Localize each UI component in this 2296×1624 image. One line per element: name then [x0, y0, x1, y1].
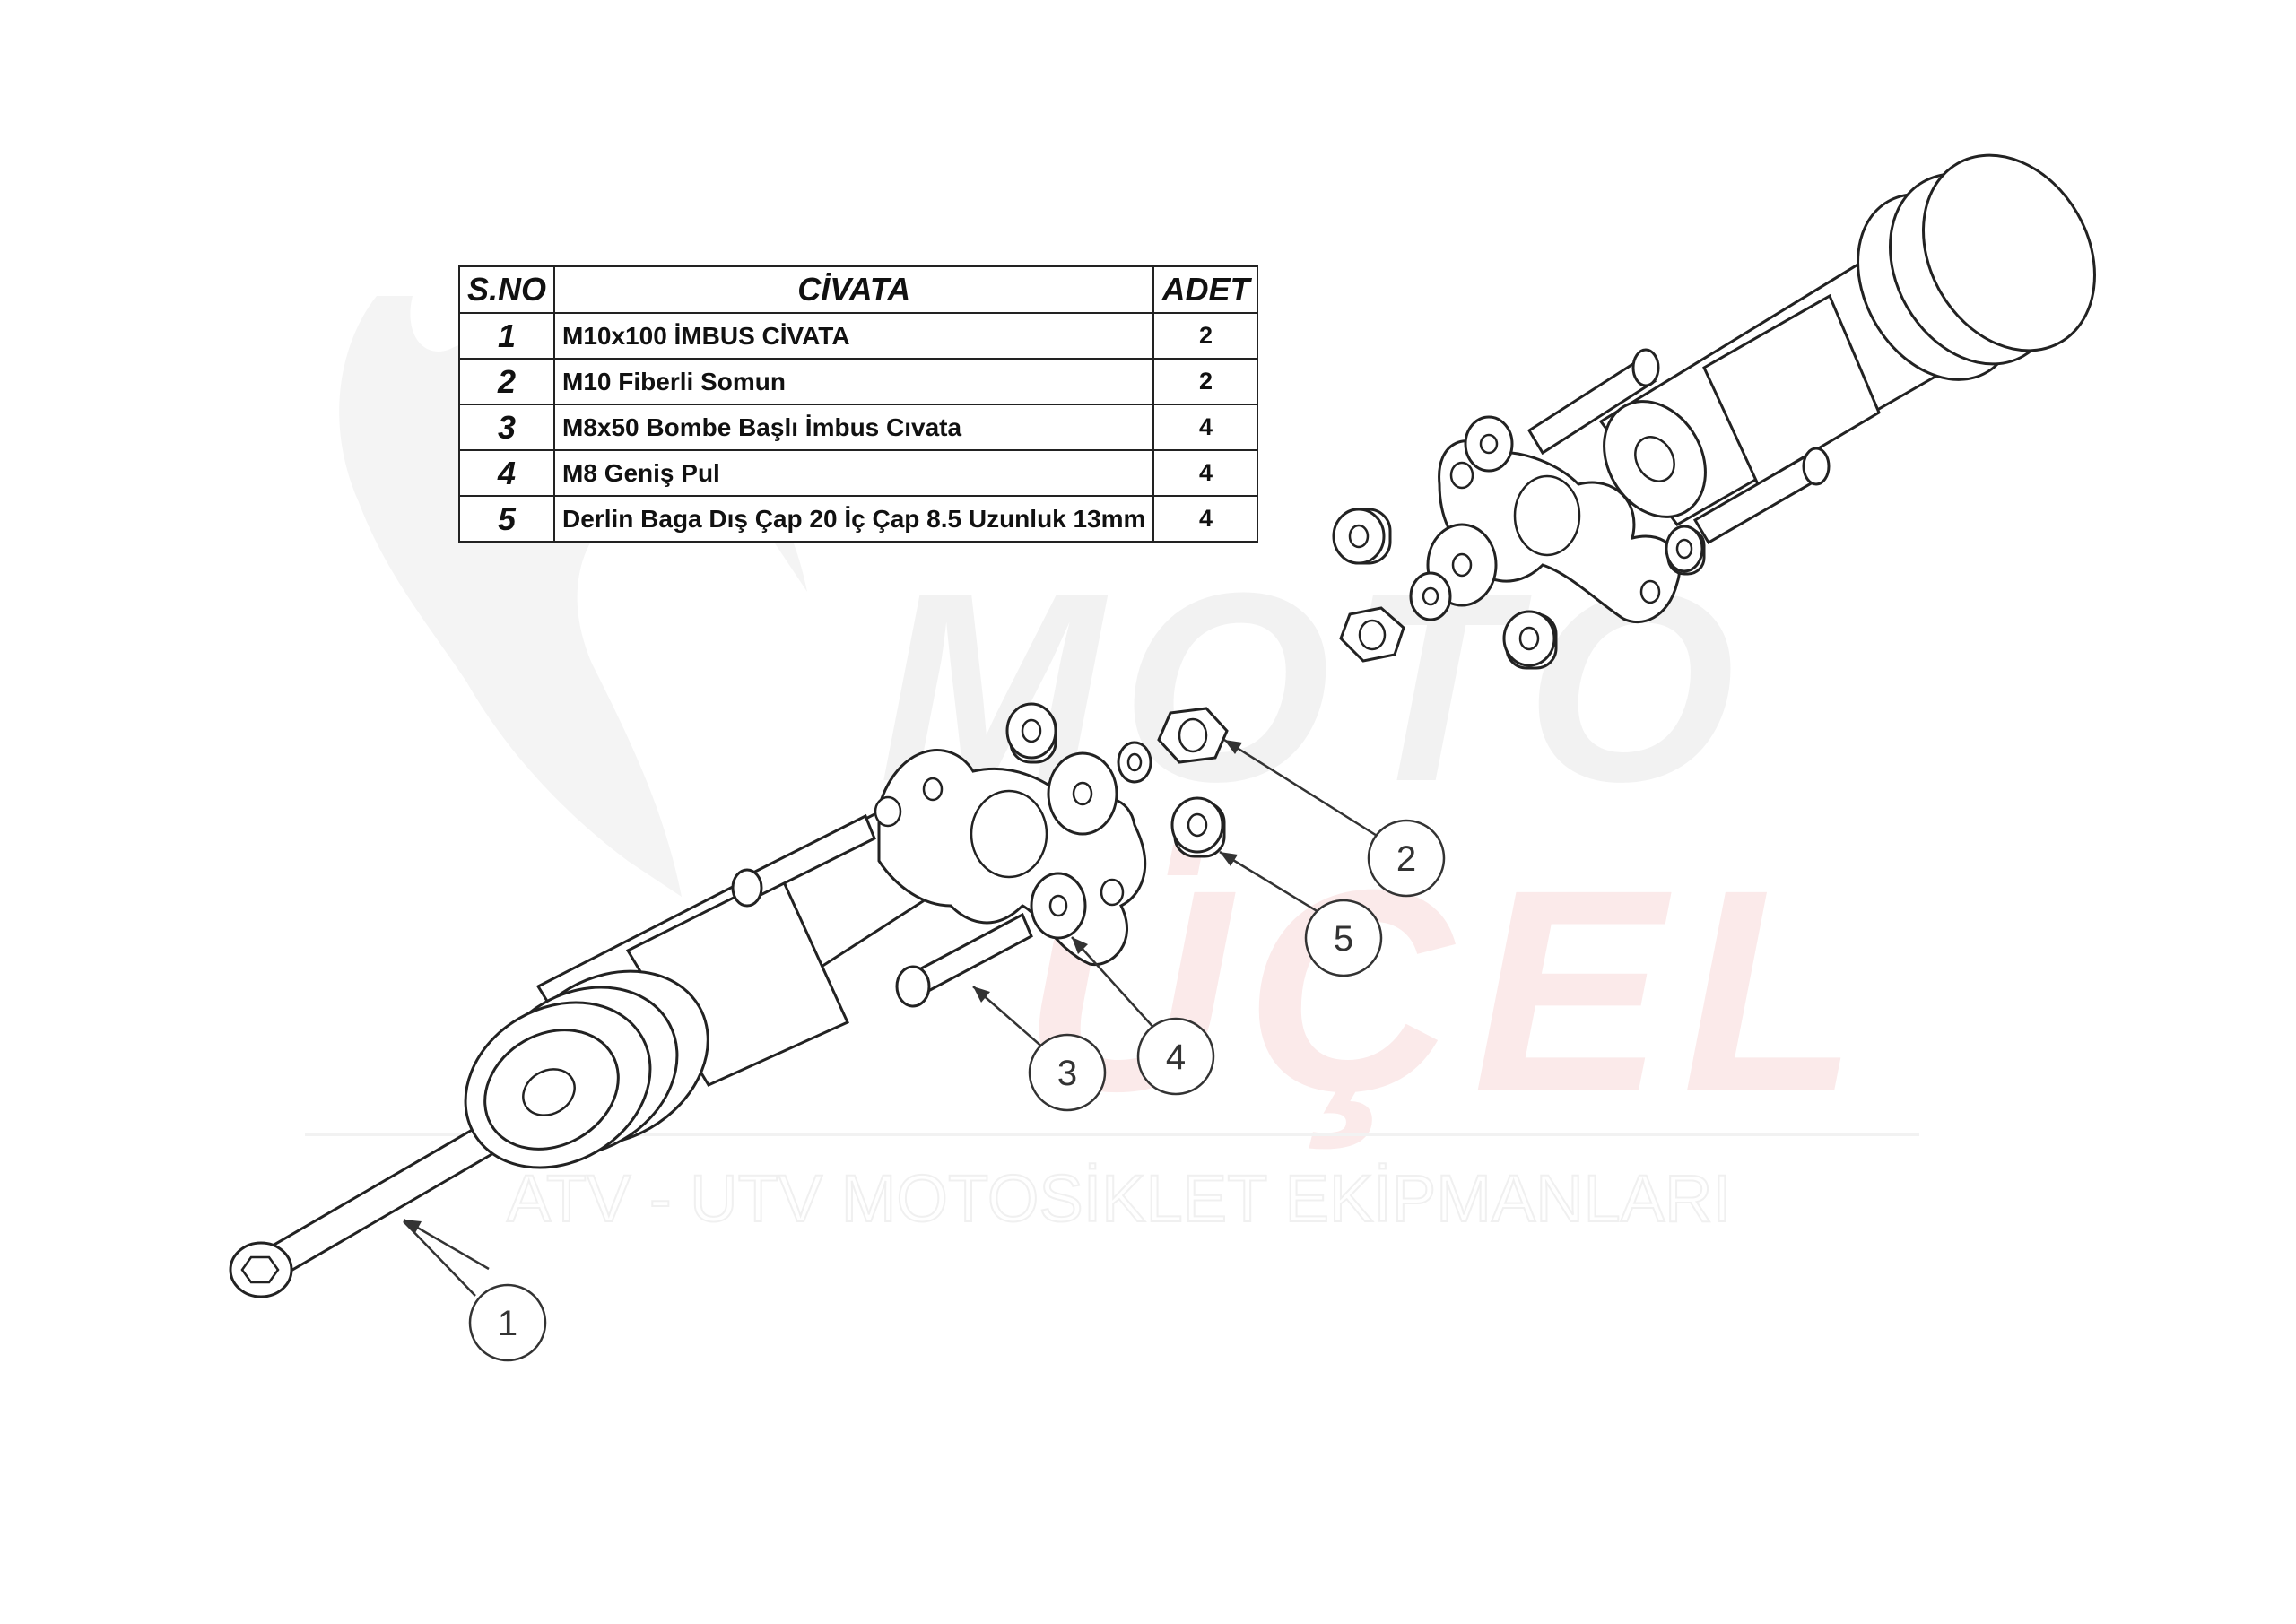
callouts: 1 2 3 4 5 — [403, 738, 1446, 1362]
nyloc-nut-m10-right — [1339, 606, 1405, 663]
callout-2-label: 2 — [1396, 839, 1416, 879]
callout-4-label: 4 — [1166, 1038, 1186, 1077]
row-number: 3 — [457, 404, 556, 451]
callout-5-label: 5 — [1334, 919, 1353, 959]
row-part-name: M8 Geniş Pul — [553, 449, 1155, 497]
row-part-name: M10x100 İMBUS CİVATA — [553, 312, 1155, 360]
table-row: 1 M10x100 İMBUS CİVATA 2 — [457, 312, 1259, 360]
row-number: 5 — [457, 495, 556, 543]
table-row: 3 M8x50 Bombe Başlı İmbus Cıvata 4 — [457, 404, 1259, 451]
watermark-brand-bottom: ÜÇEL — [1022, 829, 1875, 1152]
frame-slider-body-left — [464, 791, 952, 1169]
header-adet: ADET — [1152, 265, 1259, 314]
table-row: 2 M10 Fiberli Somun 2 — [457, 358, 1259, 405]
delrin-spacer-right-b — [1502, 610, 1558, 670]
row-quantity: 2 — [1152, 358, 1259, 405]
row-quantity: 4 — [1152, 404, 1259, 451]
row-quantity: 4 — [1152, 449, 1259, 497]
table-row: 4 M8 Geniş Pul 4 — [457, 449, 1259, 497]
left-assembly — [229, 702, 1229, 1298]
row-part-name: M10 Fiberli Somun — [553, 358, 1155, 405]
callout-5: 5 — [1219, 850, 1383, 977]
bolt-m10x100 — [229, 1123, 498, 1298]
header-sno: S.NO — [457, 265, 556, 314]
delrin-spacer-left-b — [1170, 796, 1226, 858]
right-assembly — [1332, 153, 2096, 670]
row-quantity: 4 — [1152, 495, 1259, 543]
delrin-spacer-left-a — [1005, 702, 1057, 764]
callout-3: 3 — [972, 986, 1107, 1112]
parts-table: S.NO CİVATA ADET 1 M10x100 İMBUS CİVATA … — [457, 265, 1259, 543]
parts-table-header: S.NO CİVATA ADET — [457, 265, 1259, 314]
row-part-name: Derlin Baga Dış Çap 20 İç Çap 8.5 Uzunlu… — [553, 495, 1155, 543]
frame-slider-body-right — [1598, 153, 2096, 526]
watermark-tagline: ATV - UTV MOTOSİKLET EKİPMANLARI — [507, 1161, 1731, 1236]
callout-3-label: 3 — [1057, 1054, 1077, 1093]
table-row: 5 Derlin Baga Dış Çap 20 İç Çap 8.5 Uzun… — [457, 495, 1259, 543]
row-part-name: M8x50 Bombe Başlı İmbus Cıvata — [553, 404, 1155, 451]
header-civata: CİVATA — [553, 265, 1155, 314]
callout-2: 2 — [1223, 738, 1446, 898]
row-quantity: 2 — [1152, 312, 1259, 360]
bolt-m8x50-left-b — [895, 912, 1033, 1008]
callout-4: 4 — [1071, 936, 1215, 1096]
delrin-spacer-right-c — [1665, 525, 1706, 576]
nyloc-nut-m10-left — [1157, 707, 1229, 764]
bolt-m8x50-right — [1692, 447, 1831, 545]
row-number: 4 — [457, 449, 556, 497]
delrin-spacer-right-a — [1332, 508, 1392, 565]
callout-1: 1 — [403, 1218, 547, 1362]
bolt-m10x100-right — [1526, 348, 1660, 456]
bracket-plate-right — [1438, 439, 1682, 624]
row-number: 2 — [457, 358, 556, 405]
bolt-m8x50-left-a — [731, 813, 876, 908]
row-number: 1 — [457, 312, 556, 360]
callout-1-label: 1 — [498, 1304, 517, 1343]
